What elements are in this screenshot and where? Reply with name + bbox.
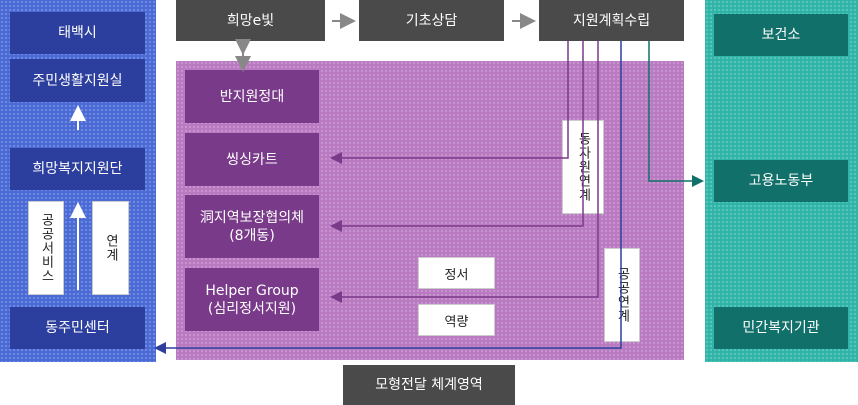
health-center-label: 보건소 [761,27,801,43]
emotion-label: 정서 [444,267,469,283]
community-center-box: 동주민센터 [10,307,145,349]
hope-e-box: 희망e빛 [176,0,325,41]
singsing-cart-box: 씽싱카트 [185,133,319,186]
capacity-label: 역량 [444,314,469,330]
footer-label: 모형전달 체계영역 [375,377,483,393]
private-welfare-label: 민간복지기관 [742,320,820,336]
labor-ministry-box: 고용노동부 [714,160,848,202]
hope-welfare-label: 희망복지지원단 [32,161,123,177]
private-welfare-box: 민간복지기관 [714,307,848,349]
community-center-label: 동주민센터 [45,320,110,336]
resource-link-box: 동 자원연계 [562,120,604,214]
public-link-box: 공공연계 [604,248,640,342]
basic-consult-box: 기초상담 [359,0,504,41]
half-support-label: 반지원정대 [219,88,285,105]
capacity-box: 역량 [418,304,495,336]
basic-consult-label: 기초상담 [405,12,458,29]
half-support-box: 반지원정대 [185,70,319,123]
resource-link-label: 자원연계 [575,146,591,202]
labor-ministry-label: 고용노동부 [748,173,814,189]
residents-office-label: 주민생활지원실 [32,72,123,89]
local-council-label: 洞지역보장협의체 (8개동) [199,209,305,244]
residents-office-box: 주민생활지원실 [10,59,145,102]
taebaek-label: 태백시 [58,25,97,41]
helper-group-label: Helper Group (심리정서지원) [205,282,299,317]
dong-prefix-label: 동 [575,132,591,146]
support-plan-box: 지원계획수립 [539,0,684,41]
public-service-box: 공공서비스 [28,201,64,295]
hope-welfare-box: 희망복지지원단 [10,148,145,190]
support-plan-label: 지원계획수립 [572,12,651,29]
local-council-box: 洞지역보장협의체 (8개동) [185,195,319,258]
health-center-box: 보건소 [714,14,848,56]
emotion-box: 정서 [418,257,495,289]
singsing-cart-label: 씽싱카트 [226,151,278,168]
hope-e-label: 희망e빛 [226,12,275,29]
link-box: 연계 [92,201,129,295]
helper-group-box: Helper Group (심리정서지원) [185,268,319,331]
taebaek-box: 태백시 [10,12,145,54]
footer-box: 모형전달 체계영역 [343,365,515,405]
